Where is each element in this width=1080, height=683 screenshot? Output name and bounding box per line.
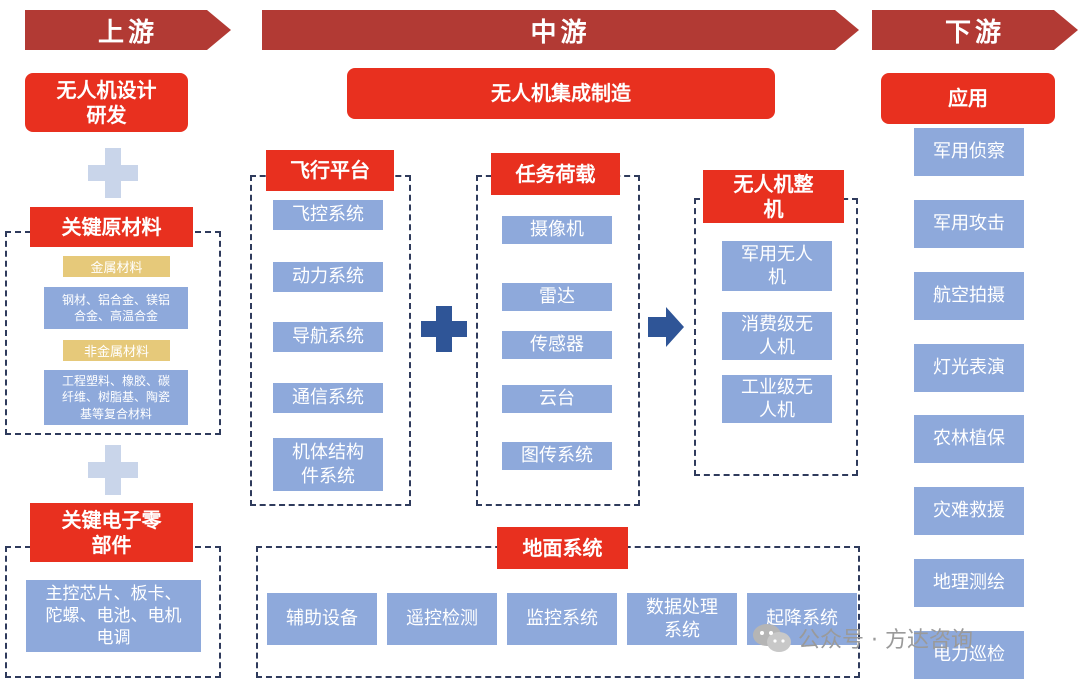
plus-icon	[421, 306, 467, 352]
watermark-text: 公众号 · 方达咨询	[798, 628, 973, 653]
header-downstream: 下游	[872, 10, 1078, 50]
integration-manufacturing-box: 无人机集成制造	[347, 68, 775, 119]
payload-item: 雷达	[502, 283, 612, 311]
application-item: 军用侦察	[914, 128, 1024, 176]
application-item: 军用攻击	[914, 200, 1024, 248]
wechat-icon	[753, 624, 791, 652]
plus-icon	[88, 445, 138, 495]
nonmetal-items: 工程塑料、橡胶、碳 纤维、树脂基、陶瓷 基等复合材料	[44, 370, 188, 425]
complete-uav-item: 军用无人 机	[722, 241, 832, 291]
plus-icon	[88, 148, 138, 198]
ground-system-item: 数据处理 系统	[627, 593, 737, 645]
materials-title: 关键原材料	[30, 207, 193, 247]
metal-label: 金属材料	[63, 256, 170, 277]
metal-items: 钢材、铝合金、镁铝 合金、高温合金	[44, 287, 188, 329]
flight-platform-item: 动力系统	[273, 262, 383, 292]
flight-platform-item: 导航系统	[273, 322, 383, 352]
complete-uav-item: 工业级无 人机	[722, 375, 832, 423]
application-item: 地理测绘	[914, 559, 1024, 607]
header-upstream: 上游	[25, 10, 231, 50]
arrow-right-icon	[648, 307, 684, 347]
payload-item: 图传系统	[502, 442, 612, 470]
flight-platform-item: 通信系统	[273, 383, 383, 413]
electronics-items: 主控芯片、板卡、 陀螺、电池、电机 电调	[26, 580, 201, 652]
application-item: 电力巡检	[914, 631, 1024, 679]
flight-platform-title: 飞行平台	[266, 150, 394, 191]
header-downstream-label: 下游	[944, 17, 1005, 48]
payload-item: 云台	[502, 385, 612, 413]
application-box: 应用	[881, 73, 1055, 124]
application-item: 航空拍摄	[914, 272, 1024, 320]
ground-system-item: 遥控检测	[387, 593, 497, 645]
payload-title: 任务荷载	[491, 153, 620, 195]
application-item: 灾难救援	[914, 487, 1024, 535]
complete-uav-item: 消费级无 人机	[722, 312, 832, 360]
header-midstream-label: 中游	[530, 17, 591, 48]
watermark: 公众号 · 方达咨询	[752, 622, 973, 654]
ground-system-title: 地面系统	[497, 527, 628, 569]
application-item: 农林植保	[914, 415, 1024, 463]
flight-platform-item: 机体结构 件系统	[273, 438, 383, 491]
ground-system-item: 监控系统	[507, 593, 617, 645]
electronics-title: 关键电子零 部件	[30, 503, 193, 562]
ground-system-item: 辅助设备	[267, 593, 377, 645]
header-upstream-label: 上游	[97, 17, 158, 48]
design-rd-box: 无人机设计 研发	[25, 73, 188, 132]
flight-platform-item: 飞控系统	[273, 200, 383, 230]
nonmetal-label: 非金属材料	[63, 340, 170, 361]
application-item: 灯光表演	[914, 344, 1024, 392]
payload-item: 传感器	[502, 331, 612, 359]
complete-uav-title: 无人机整 机	[703, 170, 844, 223]
payload-item: 摄像机	[502, 216, 612, 244]
header-midstream: 中游	[262, 10, 859, 50]
